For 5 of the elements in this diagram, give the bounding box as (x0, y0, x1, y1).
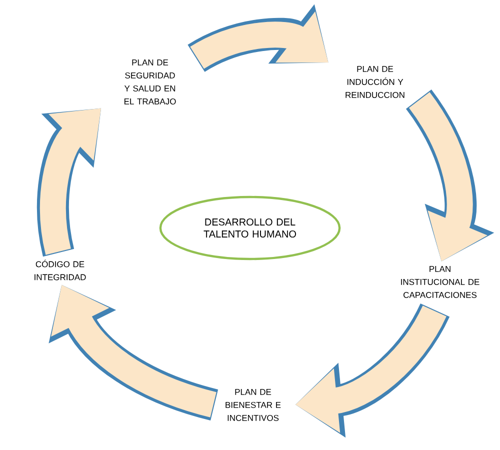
step-label: PLAN DE BIENESTAR E INCENTIVOS (226, 389, 281, 421)
step-label: PLAN DE INDUCCIÓN Y REINDUCCION (346, 66, 404, 98)
step-label: CÓDIGO DE INTEGRIDAD (34, 260, 86, 280)
step-label: PLAN INSTITUCIONAL DE CAPACITACIONES (401, 266, 480, 298)
step-label: PLAN DE SEGURIDAD Y SALUD EN EL TRABAJO (124, 60, 176, 104)
